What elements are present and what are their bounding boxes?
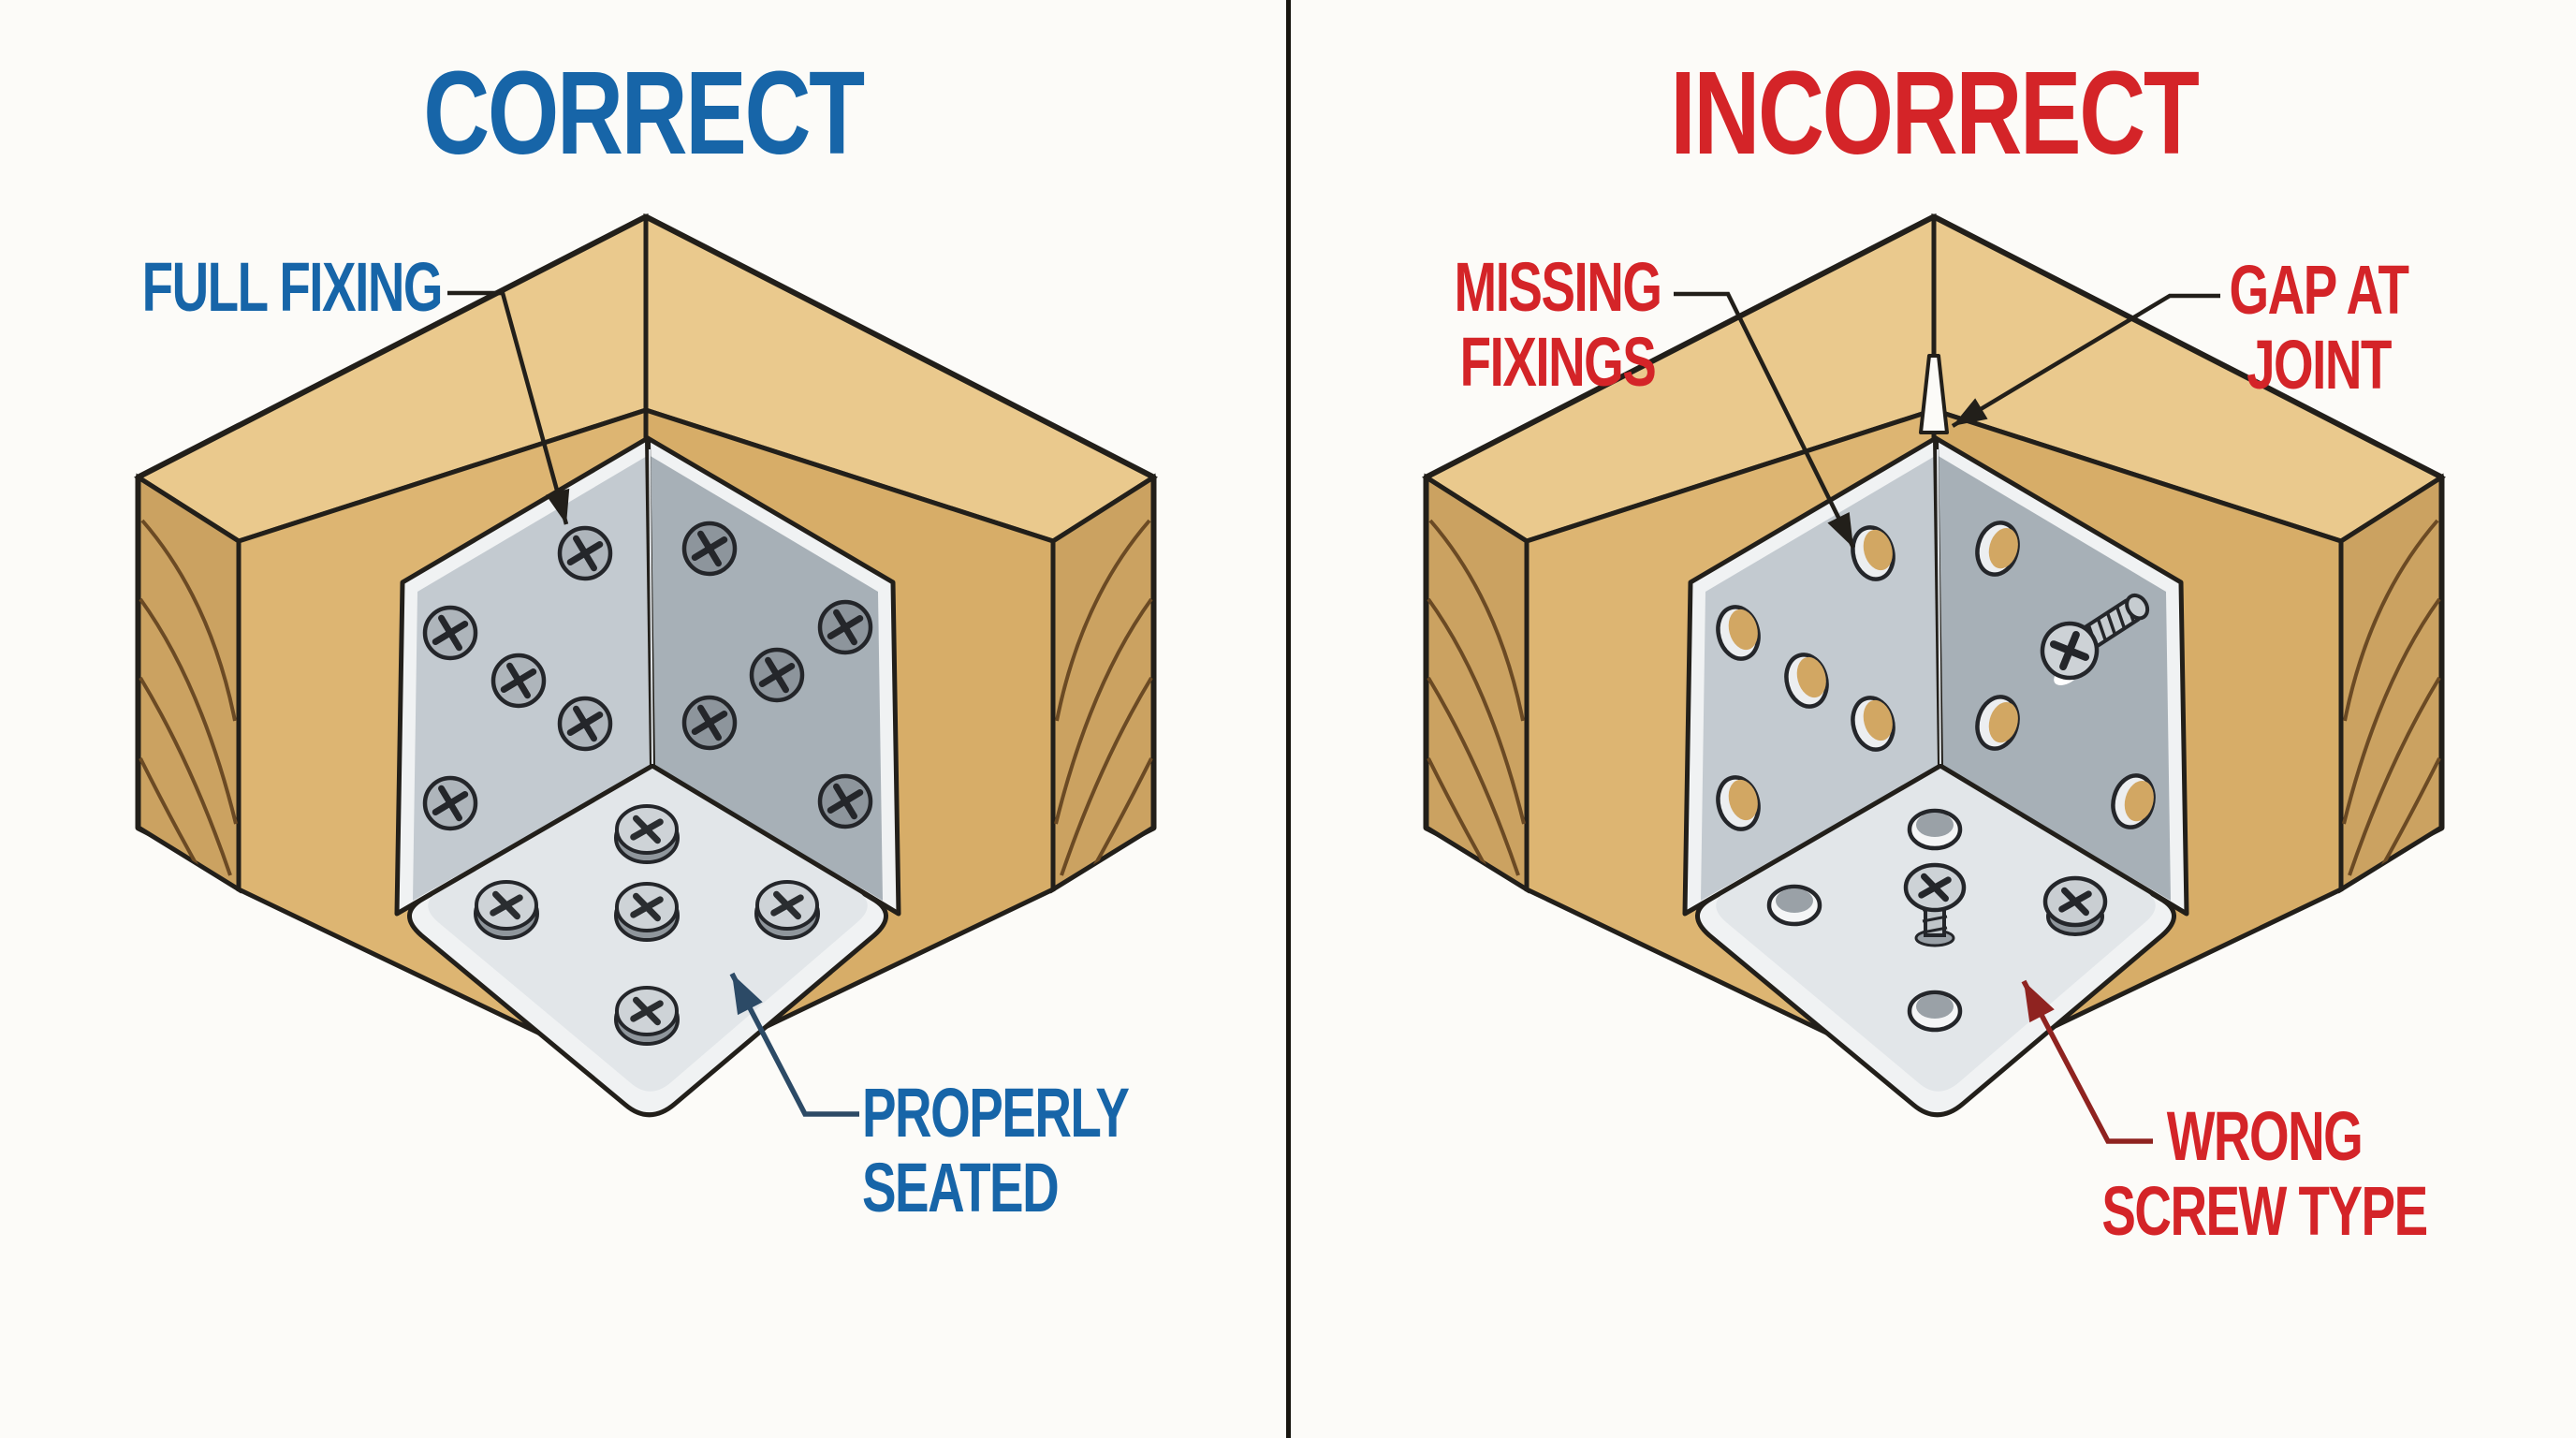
phillips-screw-icon bbox=[493, 655, 544, 706]
phillips-screw-icon bbox=[616, 806, 678, 862]
angle-bracket-incorrect bbox=[1682, 435, 2189, 1118]
arrowhead-icon bbox=[2024, 981, 2055, 1023]
screw-hole-icon bbox=[1910, 811, 1960, 848]
bracket-corner-highlight bbox=[1937, 448, 1941, 765]
panel-divider bbox=[1286, 0, 1291, 1438]
joint-gap bbox=[1919, 354, 1949, 434]
arrowhead-icon bbox=[1827, 511, 1853, 548]
callout-full-fixing: FULL FIXING bbox=[26, 248, 444, 326]
screw-hole-icon bbox=[1910, 992, 1960, 1030]
wood-grain-lines bbox=[2342, 519, 2441, 886]
phillips-screw-icon bbox=[425, 778, 476, 829]
phillips-screw-icon bbox=[616, 884, 678, 940]
arrowhead-icon bbox=[732, 974, 763, 1016]
callout-line: MISSING bbox=[1454, 248, 1662, 326]
phillips-screw-icon bbox=[752, 650, 802, 700]
phillips-screw-icon bbox=[476, 882, 537, 938]
callout-line: SCREW TYPE bbox=[2101, 1172, 2428, 1250]
callout-gap-at-joint: GAP AT JOINT bbox=[2111, 253, 2526, 403]
arrowhead-icon bbox=[546, 488, 570, 524]
leader-properly-seated bbox=[729, 972, 859, 1117]
callout-wrong-screw-type: WRONG SCREW TYPE bbox=[2056, 1099, 2472, 1249]
phillips-screw-icon bbox=[820, 776, 871, 827]
proud-pan-screw bbox=[2042, 875, 2108, 936]
phillips-screw-icon bbox=[684, 697, 735, 748]
screw-hole-icon bbox=[1769, 887, 1820, 924]
leader-full-fixing bbox=[447, 290, 570, 525]
panel-title-correct: CORRECT bbox=[423, 47, 865, 179]
callout-properly-seated: PROPERLY SEATED bbox=[862, 1076, 1278, 1225]
arrowhead-icon bbox=[1953, 398, 1988, 426]
phillips-screw-icon bbox=[756, 882, 818, 938]
incorrect-illustration bbox=[1421, 213, 2447, 1144]
phillips-screw-icon bbox=[820, 602, 871, 653]
loose-wrong-screw bbox=[2040, 593, 2150, 686]
wood-grain-lines bbox=[1427, 519, 1526, 886]
wood-grain-lines bbox=[1054, 519, 1153, 886]
phillips-screw-icon bbox=[560, 698, 610, 749]
bracket-corner-highlight bbox=[649, 448, 653, 765]
leader-gap-at-joint bbox=[1951, 293, 2220, 428]
correct-illustration bbox=[133, 213, 1159, 1118]
phillips-screw-icon bbox=[560, 528, 610, 579]
callout-line: PROPERLY bbox=[862, 1074, 1130, 1152]
angle-bracket-correct bbox=[394, 435, 901, 1118]
panel-title-incorrect: INCORRECT bbox=[1670, 47, 2200, 179]
callout-missing-fixings: MISSING FIXINGS bbox=[1350, 250, 1765, 400]
leader-missing-fixings bbox=[1674, 291, 1856, 549]
callout-line: FIXINGS bbox=[1459, 323, 1657, 401]
leader-wrong-screw-type bbox=[2021, 979, 2153, 1144]
phillips-screw-icon bbox=[616, 988, 678, 1044]
callout-line: GAP AT bbox=[2229, 251, 2409, 329]
half-driven-screw bbox=[1903, 862, 1967, 947]
bracket-fold-lines bbox=[1683, 763, 2188, 917]
callout-line: WRONG bbox=[2166, 1097, 2364, 1175]
callout-line: SEATED bbox=[862, 1149, 1060, 1226]
callout-line: JOINT bbox=[2247, 326, 2392, 404]
phillips-screw-icon bbox=[425, 608, 476, 658]
phillips-screw-icon bbox=[684, 523, 735, 574]
bracket-fold-lines bbox=[395, 763, 900, 917]
callout-line: FULL FIXING bbox=[141, 248, 444, 326]
